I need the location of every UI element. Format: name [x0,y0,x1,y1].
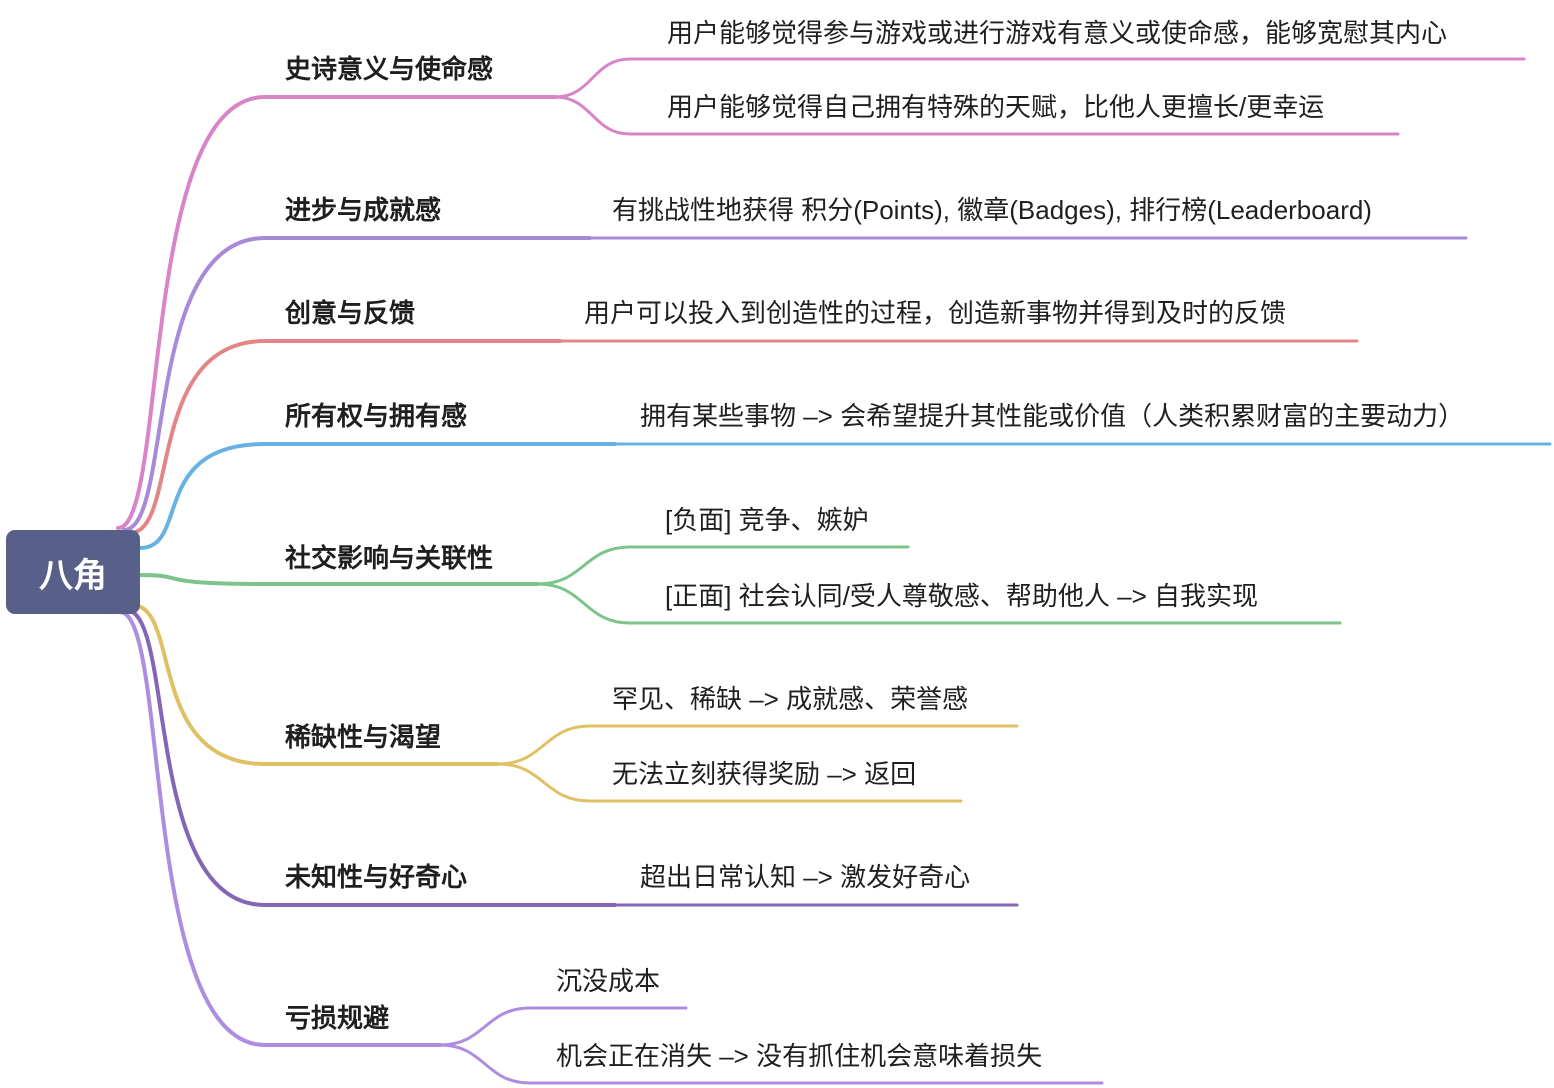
branch-line-7 [124,608,617,907]
root-node[interactable]: 八角 [6,530,140,614]
branch-line-1 [116,95,557,530]
child-line-5-1 [536,545,910,586]
subtopic-label-8-1[interactable]: 沉没成本 [556,966,661,996]
topic-label-8[interactable]: 亏损规避 [285,1003,390,1033]
branch-line-2 [122,236,592,532]
child-line-8-2 [438,1043,1104,1085]
branch-line-8 [118,610,442,1047]
topic-label-6[interactable]: 稀缺性与渴望 [285,722,442,752]
branch-line-3 [128,339,562,535]
subtopic-label-6-2[interactable]: 无法立刻获得奖励 –> 返回 [612,759,917,789]
branch-line-4 [138,442,617,550]
subtopic-label-1-1[interactable]: 用户能够觉得参与游戏或进行游戏有意义或使命感，能够宽慰其内心 [667,18,1448,48]
subtopic-label-8-2[interactable]: 机会正在消失 –> 没有抓住机会意味着损失 [556,1041,1043,1071]
branch-line-6 [130,603,500,766]
topic-label-3[interactable]: 创意与反馈 [285,298,416,328]
child-line-6-2 [496,762,963,803]
subtopic-label-7-1[interactable]: 超出日常认知 –> 激发好奇心 [640,862,971,892]
child-line-6-1 [496,724,1019,766]
subtopic-label-4-1[interactable]: 拥有某些事物 –> 会希望提升其性能或价值（人类积累财富的主要动力） [640,401,1465,431]
subtopic-label-6-1[interactable]: 罕见、稀缺 –> 成就感、荣誉感 [612,684,969,714]
child-line-5-2 [536,582,1342,625]
subtopic-label-1-2[interactable]: 用户能够觉得自己拥有特殊的天赋，比他人更擅长/更幸运 [667,92,1325,122]
subtopic-label-3-1[interactable]: 用户可以投入到创造性的过程，创造新事物并得到及时的反馈 [584,298,1287,328]
subtopic-label-5-1[interactable]: [负面] 竞争、嫉妒 [665,505,869,535]
subtopic-label-2-1[interactable]: 有挑战性地获得 积分(Points), 徽章(Badges), 排行榜(Lead… [612,195,1372,225]
branch-line-5 [138,573,540,586]
topic-label-7[interactable]: 未知性与好奇心 [285,862,468,892]
topic-label-2[interactable]: 进步与成就感 [285,195,442,225]
child-line-1-1 [553,57,1526,99]
topic-label-4[interactable]: 所有权与拥有感 [285,401,468,431]
child-line-1-2 [553,95,1400,136]
subtopic-label-5-2[interactable]: [正面] 社会认同/受人尊敬感、帮助他人 –> 自我实现 [665,581,1258,611]
child-line-8-1 [438,1006,688,1047]
topic-label-1[interactable]: 史诗意义与使命感 [285,54,494,84]
topic-label-5[interactable]: 社交影响与关联性 [285,543,494,573]
